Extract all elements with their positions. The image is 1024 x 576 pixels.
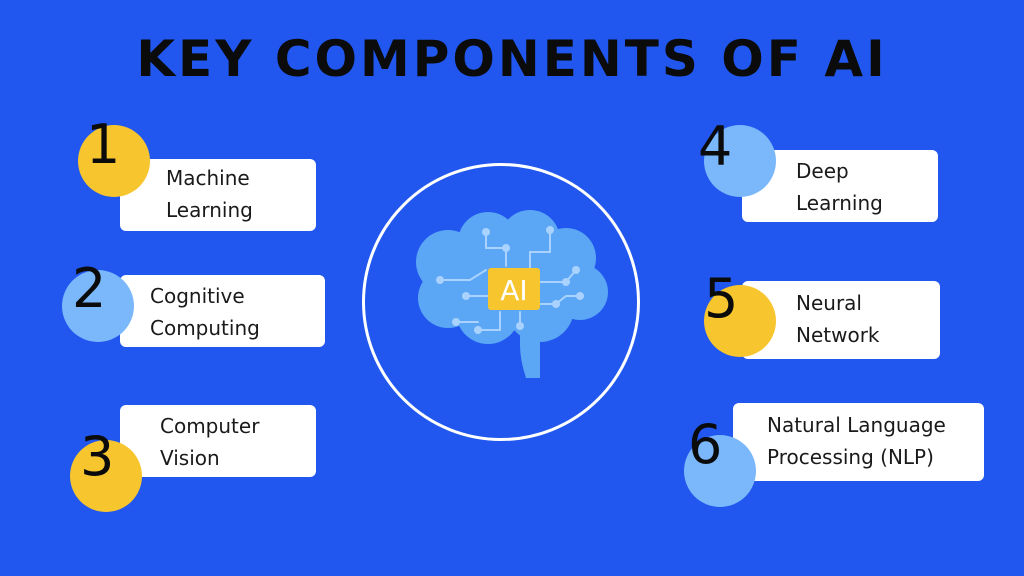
- card-line: Computing: [150, 316, 260, 340]
- card-line: Processing (NLP): [767, 445, 934, 469]
- number-3: 3: [80, 425, 115, 488]
- component-card-nlp: Natural Language Processing (NLP): [733, 403, 984, 481]
- number-1: 1: [86, 113, 121, 176]
- number-circle-4: [704, 125, 776, 197]
- component-card-neural-network: Neural Network: [742, 281, 940, 359]
- ai-chip: [488, 268, 540, 310]
- card-line: Network: [796, 323, 880, 347]
- page-title: KEY COMPONENTS OF AI: [136, 30, 888, 88]
- component-card-machine-learning: Machine Learning: [120, 159, 316, 231]
- center-ring: [362, 163, 640, 441]
- card-line: Deep: [796, 159, 849, 183]
- number-circle-6: [684, 435, 756, 507]
- card-line: Vision: [160, 446, 220, 470]
- ai-chip-label: AI: [500, 274, 527, 307]
- card-line: Cognitive: [150, 284, 245, 308]
- number-circle-1: [78, 125, 150, 197]
- card-line: Natural Language: [767, 413, 946, 437]
- number-6: 6: [688, 413, 723, 476]
- number-circle-2: [62, 270, 134, 342]
- card-line: Learning: [796, 191, 883, 215]
- card-line: Neural: [796, 291, 862, 315]
- number-circle-3: [70, 440, 142, 512]
- card-line: Learning: [166, 198, 253, 222]
- card-line: Computer: [160, 414, 260, 438]
- number-2: 2: [72, 257, 107, 320]
- component-card-cognitive-computing: Cognitive Computing: [120, 275, 325, 347]
- number-circle-5: [704, 285, 776, 357]
- component-card-computer-vision: Computer Vision: [120, 405, 316, 477]
- card-line: Machine: [166, 166, 250, 190]
- number-5: 5: [704, 267, 739, 330]
- number-4: 4: [698, 115, 733, 178]
